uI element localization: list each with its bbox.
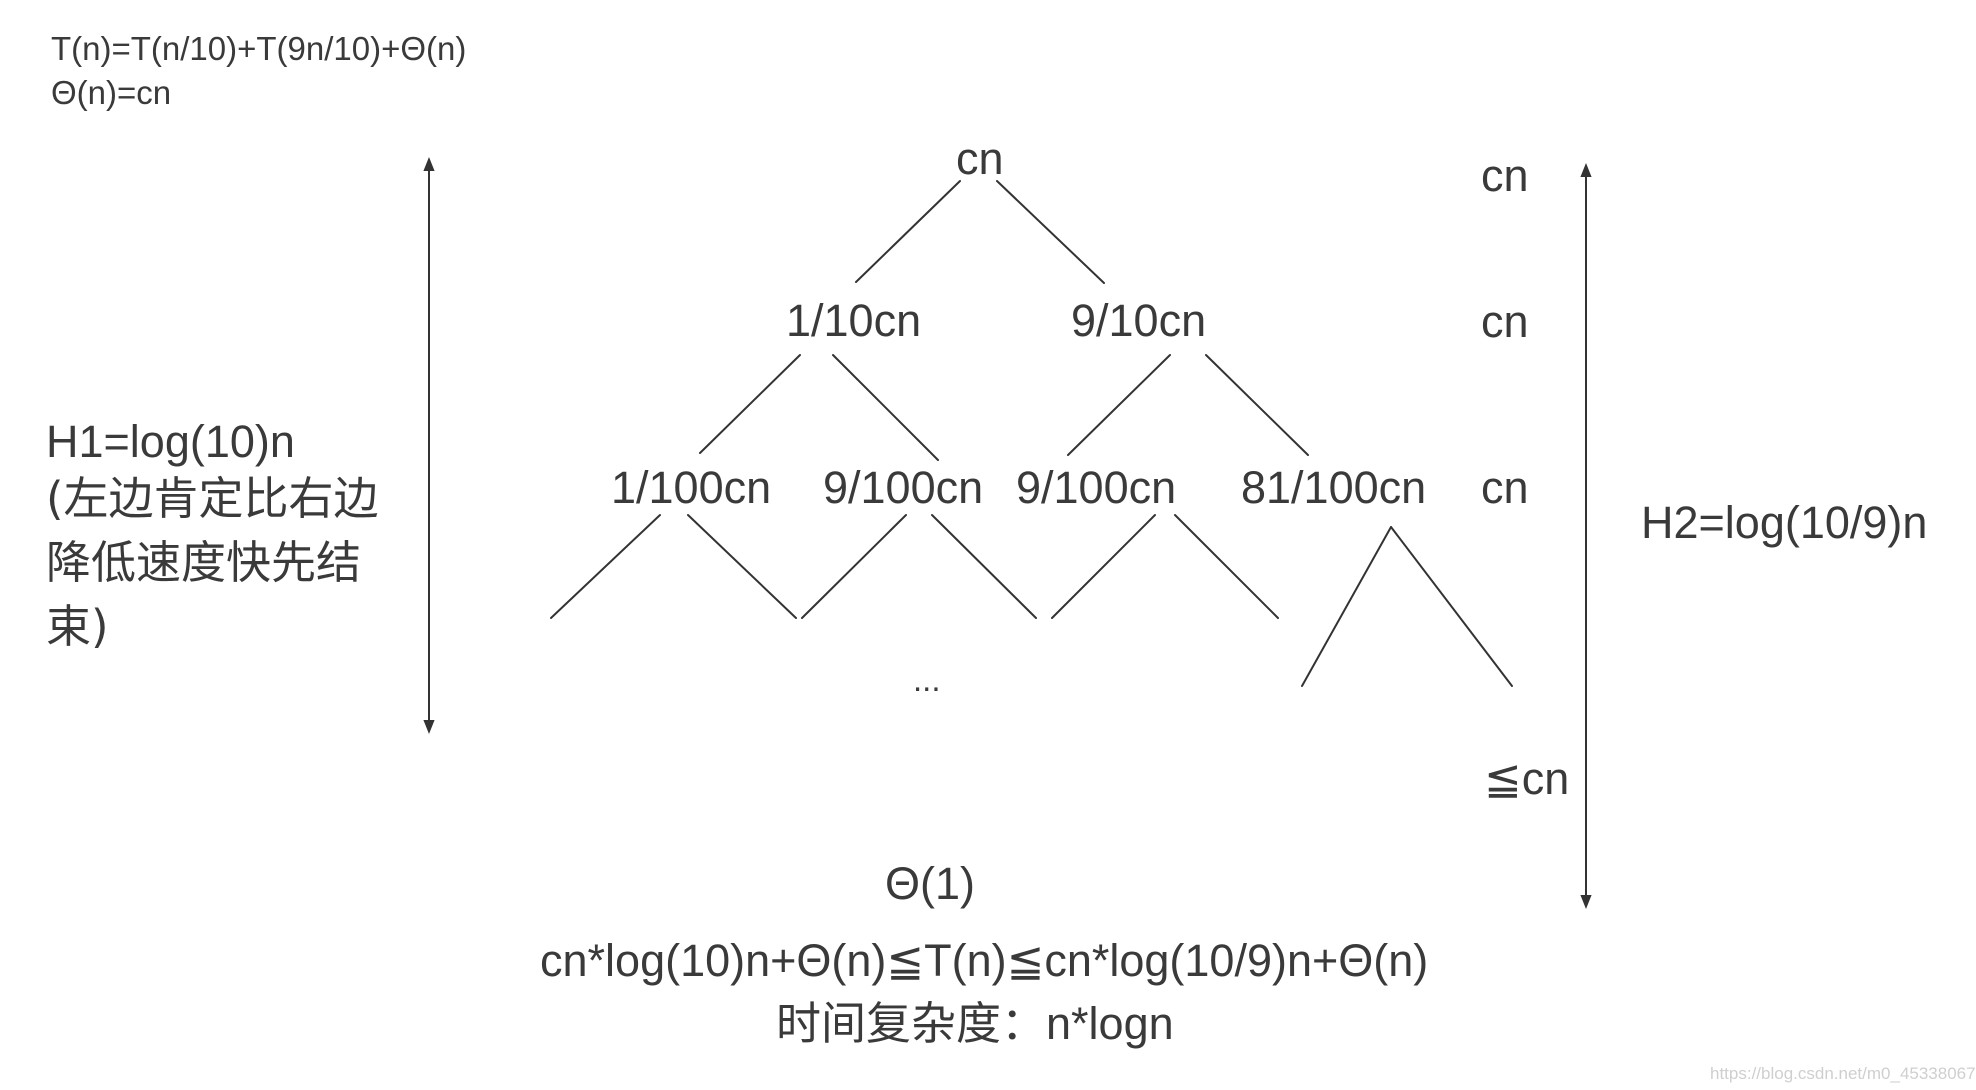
h1-label: H1=log(10)n [46,416,295,467]
level-cost-0: cn [1481,150,1529,201]
theta-definition: Θ(n)=cn [51,74,172,111]
tree-node-l2-2: 9/100cn [823,462,984,513]
edge-l1a-left [699,354,801,454]
tree-node-l1-right: 9/10cn [1071,295,1207,346]
edge-root-left [855,180,961,283]
tree-ellipsis: ... [913,661,941,698]
edge-root-right [996,180,1105,284]
edge-l1a-right [832,354,939,461]
level-cost-1: cn [1481,296,1529,347]
edge-l2a-right [687,514,797,619]
tree-node-l1-left: 1/10cn [786,295,922,346]
edge-l2d-right [1390,526,1513,687]
edge-l2c-right [1174,514,1279,619]
complexity-result: 时间复杂度：n*logn [776,998,1174,1049]
tree-node-l2-4: 81/100cn [1241,462,1427,513]
tree-node-l2-3: 9/100cn [1016,462,1177,513]
level-cost-last: ≦cn [1484,753,1570,804]
level-cost-2: cn [1481,462,1529,513]
watermark: https://blog.csdn.net/m0_45338067 [1710,1064,1976,1083]
tree-root-node: cn [956,133,1004,184]
edge-l2c-left [1051,514,1156,619]
edge-l2b-right [931,514,1037,619]
edge-l2a-left [550,514,661,619]
edge-l2b-left [801,514,907,619]
tree-leaf-cost: Θ(1) [885,858,975,909]
complexity-bound: cn*log(10)n+Θ(n)≦T(n)≦cn*log(10/9)n+Θ(n) [540,935,1429,986]
h2-label: H2=log(10/9)n [1641,497,1928,548]
edge-l2d-left [1301,526,1392,687]
tree-node-l2-1: 1/100cn [611,462,772,513]
recurrence-formula: T(n)=T(n/10)+T(9n/10)+Θ(n) [51,30,467,67]
edge-l1b-right [1205,354,1309,456]
h1-note: (左边肯定比右边降低速度快先结束) [46,472,379,653]
edge-l1b-left [1067,354,1171,456]
